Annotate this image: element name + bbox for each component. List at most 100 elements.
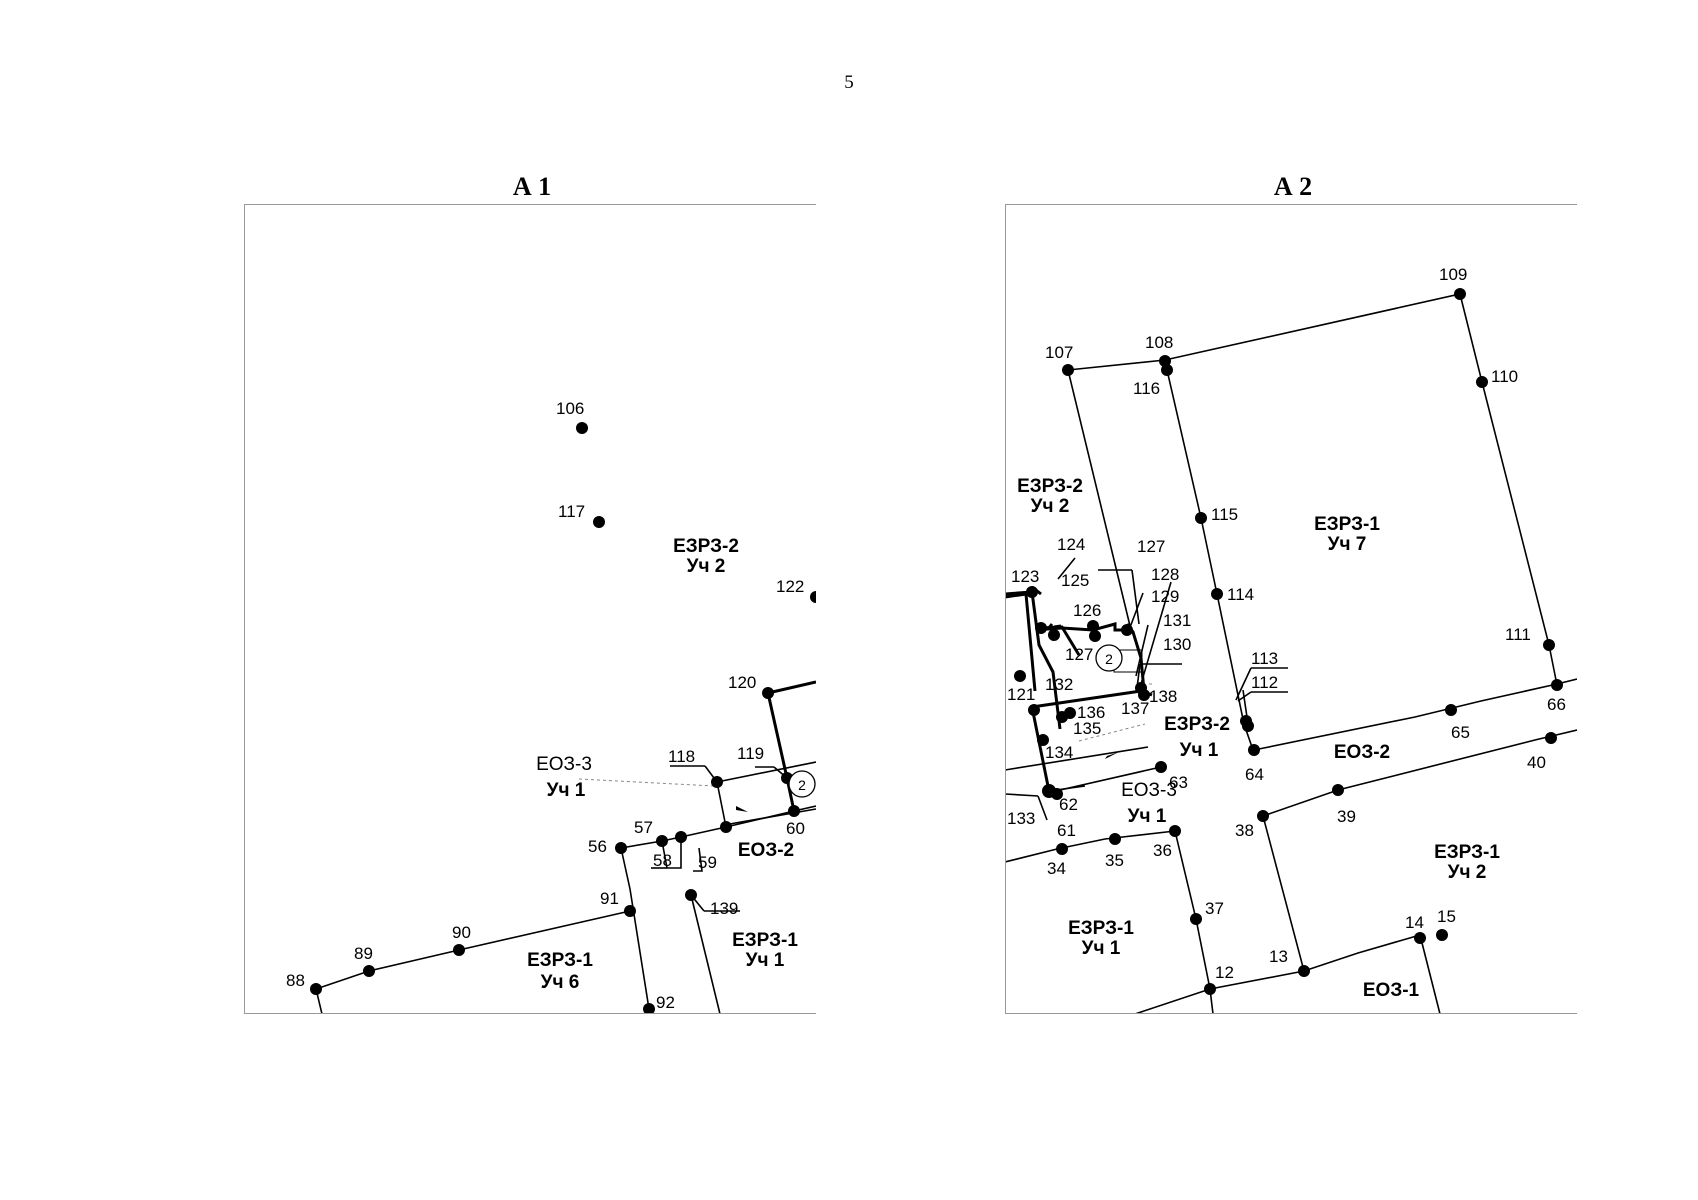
point-label: 89 (354, 944, 373, 963)
point-label: 15 (1437, 907, 1456, 926)
map-a1-svg: 2 106 117 122 120 119 118 60 59 58 57 56… (286, 399, 816, 1014)
zone-label: ЕЗРЗ-2 (1017, 476, 1083, 497)
zone-label: ЕОЗ-2 (738, 840, 794, 861)
point-label: 34 (1047, 859, 1066, 878)
point-label: 64 (1245, 765, 1264, 784)
point-label: 123 (1011, 567, 1039, 586)
point-label: 125 (1061, 571, 1089, 590)
point-label: 116 (1133, 379, 1160, 398)
zone-label: Уч 1 (1128, 806, 1167, 827)
point-label: 13 (1269, 947, 1288, 966)
point-label: 134 (1045, 743, 1073, 762)
point-label: 136 (1077, 703, 1105, 722)
point-label: 132 (1045, 675, 1073, 694)
point-label: 63 (1169, 773, 1188, 792)
point-label: 114 (1227, 585, 1254, 604)
map-sheet-a1[interactable]: 2 106 117 122 120 119 118 60 59 58 57 56… (244, 204, 816, 1014)
point-label: 111 (1505, 625, 1531, 644)
point-label: 135 (1073, 719, 1101, 738)
point-label: 133 (1007, 809, 1035, 828)
svg-text:2: 2 (798, 777, 806, 793)
map-sheet-a2[interactable]: 2 109 107 108 116 110 115 114 127 124 12… (1005, 204, 1577, 1014)
point-label: 129 (1151, 587, 1179, 606)
point-label: 130 (1163, 635, 1191, 654)
point-label: 57 (634, 818, 653, 837)
point-label: 66 (1547, 695, 1566, 714)
circle-marker-a2: 2 (1095, 644, 1123, 672)
zone-label: ЕЗРЗ-1 (1434, 842, 1500, 863)
point-label: 107 (1045, 343, 1073, 362)
zone-label: Уч 2 (687, 556, 726, 577)
point-label: 60 (786, 819, 805, 838)
zone-label: ЕОЗ-3 (536, 754, 592, 775)
point-label: 90 (452, 923, 471, 942)
point-label: 91 (600, 889, 619, 908)
zone-label: ЕЗРЗ-1 (527, 950, 593, 971)
point-label: 62 (1059, 795, 1078, 814)
point-label: 122 (776, 577, 804, 596)
point-label: 127 (1065, 645, 1093, 664)
zone-label: Уч 1 (1082, 938, 1121, 959)
point-label: 138 (1149, 687, 1177, 706)
svg-text:2: 2 (1105, 651, 1113, 667)
point-labels-a1: 106 117 122 120 119 118 60 59 58 57 56 9… (286, 399, 805, 1012)
point-label: 35 (1105, 851, 1124, 870)
zone-label: ЕОЗ-2 (1334, 742, 1390, 763)
zone-labels-a2: ЕЗРЗ-2 Уч 2 ЕЗРЗ-1 Уч 7 ЕЗРЗ-2 Уч 1 ЕОЗ-… (1017, 476, 1500, 1001)
point-label: 12 (1215, 963, 1234, 982)
page-number: 5 (844, 72, 854, 93)
points-a1 (310, 422, 816, 1014)
zone-label: Уч 1 (746, 950, 785, 971)
sheet-title-a2: А 2 (1273, 172, 1313, 201)
circle-marker-a1: 2 (788, 770, 816, 798)
point-label: 113 (1251, 649, 1278, 668)
point-label: 37 (1205, 899, 1224, 918)
zone-label: ЕЗРЗ-2 (673, 536, 739, 557)
point-label: 115 (1211, 505, 1238, 524)
zone-label: Уч 2 (1448, 862, 1487, 883)
point-label: 110 (1491, 367, 1518, 386)
zone-label: ЕОЗ-1 (1363, 980, 1420, 1001)
point-label: 127 (1137, 537, 1165, 556)
zone-label: Уч 7 (1328, 534, 1367, 555)
point-label: 108 (1145, 333, 1173, 352)
point-label: 39 (1337, 807, 1356, 826)
point-label: 61 (1057, 821, 1076, 840)
zone-label: ЕЗРЗ-2 (1164, 714, 1230, 735)
point-label: 58 (653, 851, 672, 870)
point-label: 128 (1151, 565, 1179, 584)
zone-labels-a1: ЕЗРЗ-2 Уч 2 ЕОЗ-3 Уч 1 ЕОЗ-2 ЕЗРЗ-1 Уч 1… (527, 536, 798, 993)
point-label: 92 (656, 993, 675, 1012)
point-label: 106 (556, 399, 584, 418)
point-label: 14 (1405, 913, 1424, 932)
point-label: 88 (286, 971, 305, 990)
point-label: 56 (588, 837, 607, 856)
point-label: 137 (1121, 699, 1149, 718)
point-label: 139 (710, 899, 738, 918)
point-label: 120 (728, 673, 756, 692)
point-label: 117 (558, 502, 585, 521)
zone-label: ЕОЗ-3 (1121, 780, 1177, 801)
point-label: 109 (1439, 265, 1467, 284)
point-labels-a2: 109 107 108 116 110 115 114 127 124 123 … (1007, 265, 1566, 982)
point-label: 121 (1007, 685, 1035, 704)
point-label: 119 (737, 744, 764, 763)
sheet-title-a1: А 1 (512, 172, 552, 201)
point-label: 131 (1163, 611, 1191, 630)
point-label: 112 (1251, 673, 1278, 692)
point-label: 40 (1527, 753, 1546, 772)
map-a2-svg: 2 109 107 108 116 110 115 114 127 124 12… (1005, 265, 1577, 1014)
zone-label: ЕЗРЗ-1 (732, 930, 798, 951)
zone-label: Уч 6 (541, 972, 580, 993)
points-a2 (1014, 288, 1563, 995)
point-label: 124 (1057, 535, 1085, 554)
point-label: 118 (668, 747, 695, 766)
zone-label: Уч 1 (1180, 740, 1219, 761)
zone-label: Уч 2 (1031, 496, 1070, 517)
point-label: 126 (1073, 601, 1101, 620)
zone-label: ЕЗРЗ-1 (1068, 918, 1134, 939)
point-label: 36 (1153, 841, 1172, 860)
point-label: 65 (1451, 723, 1470, 742)
zone-label: ЕЗРЗ-1 (1314, 514, 1380, 535)
zone-label: Уч 1 (547, 780, 586, 801)
